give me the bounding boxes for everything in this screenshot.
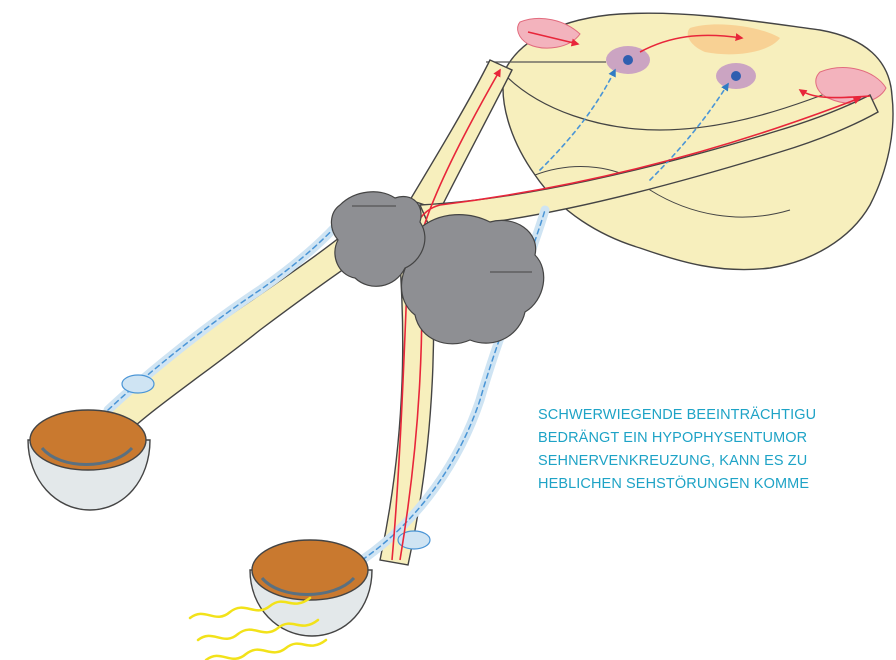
eye-icon	[28, 410, 150, 510]
caption-line: BEDRÄNGT EIN HYPOPHYSENTUMOR	[538, 427, 896, 450]
caption: SCHWERWIEGENDE BEEINTRÄCHTIGU BEDRÄNGT E…	[538, 404, 896, 496]
caption-line: HEBLICHEN SEHSTÖRUNGEN KOMME	[538, 473, 896, 496]
brain-hemisphere-icon	[503, 13, 893, 269]
eye-icon	[250, 540, 372, 636]
caption-line: SEHNERVENKREUZUNG, KANN ES ZU	[538, 450, 896, 473]
caption-line: SCHWERWIEGENDE BEEINTRÄCHTIGU	[538, 404, 896, 427]
